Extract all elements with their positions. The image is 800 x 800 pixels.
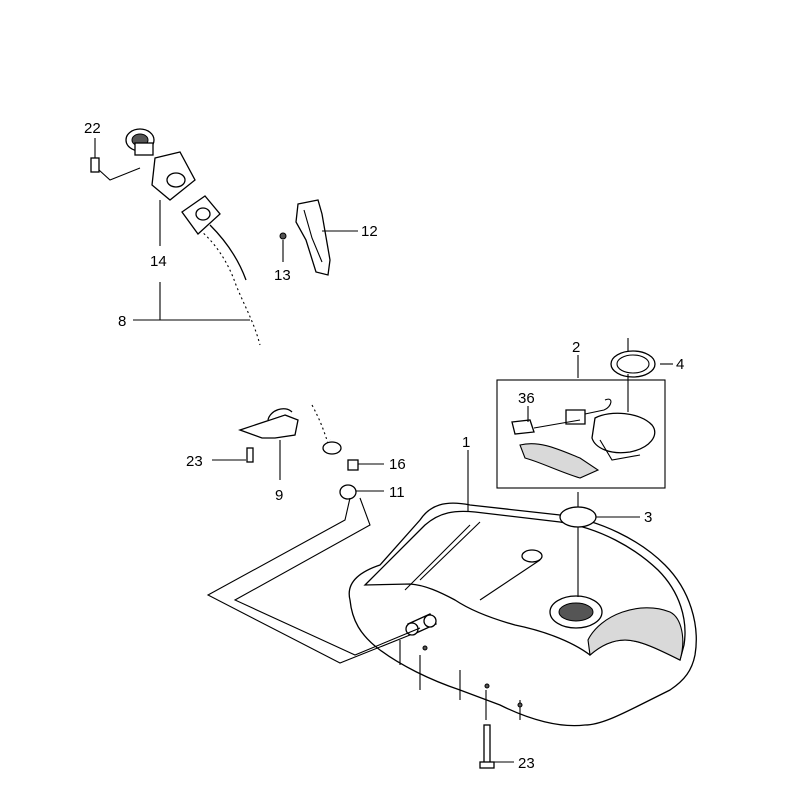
callout-8: 8 xyxy=(118,313,126,330)
callout-9: 9 xyxy=(275,487,283,504)
callout-23-lower: 23 xyxy=(518,755,535,772)
fuel-pump-module xyxy=(496,379,666,489)
filler-neck-hose xyxy=(192,221,342,455)
bolt-22 xyxy=(90,157,100,173)
callout-14: 14 xyxy=(150,253,167,270)
bolt-23-upper xyxy=(246,447,254,463)
filler-cap xyxy=(125,128,221,235)
bracket-9 xyxy=(238,408,299,439)
leader-lines xyxy=(94,138,673,763)
bracket-12 xyxy=(279,199,331,276)
callout-12: 12 xyxy=(361,223,378,240)
callout-4: 4 xyxy=(676,356,684,373)
clamp-11 xyxy=(339,484,357,500)
fitting-16 xyxy=(347,459,359,471)
fuel-tank xyxy=(348,502,697,727)
callout-1: 1 xyxy=(462,434,470,451)
lock-ring-4 xyxy=(610,350,656,378)
callout-2: 2 xyxy=(572,339,580,356)
callout-22: 22 xyxy=(84,120,101,137)
callout-23-upper: 23 xyxy=(186,453,203,470)
callout-3: 3 xyxy=(644,509,652,526)
callout-36: 36 xyxy=(518,390,535,407)
callout-11: 11 xyxy=(389,484,405,501)
callout-13: 13 xyxy=(274,267,291,284)
fuel-pipe-routing xyxy=(206,497,421,664)
callout-16: 16 xyxy=(389,456,406,473)
bolt-23-lower xyxy=(479,724,495,769)
seal-3 xyxy=(559,506,597,528)
